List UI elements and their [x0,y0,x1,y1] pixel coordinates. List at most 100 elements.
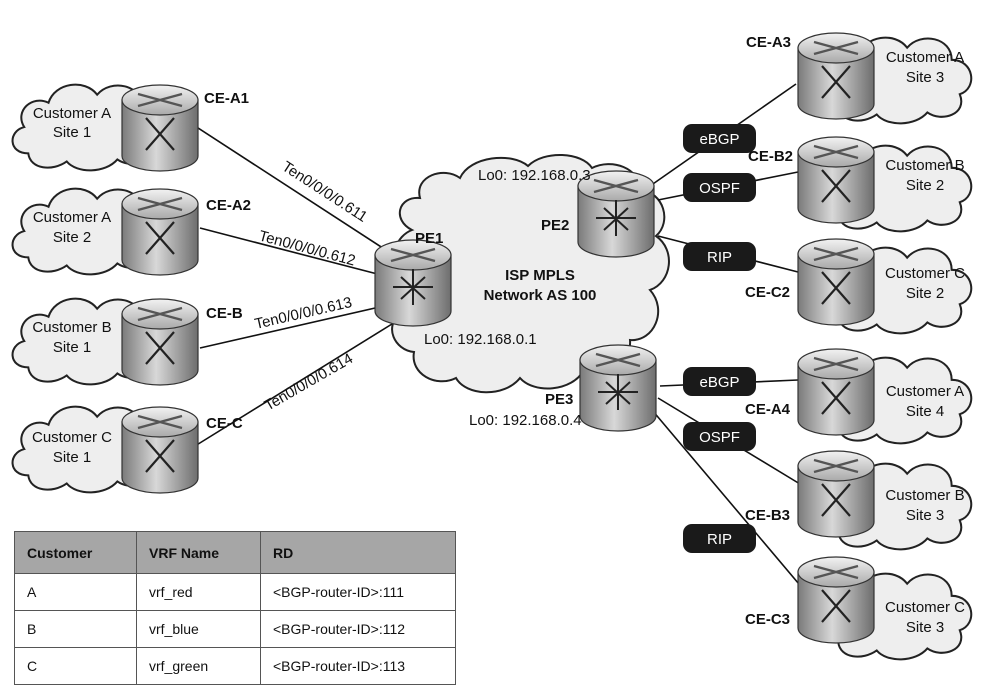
pill-label: OSPF [699,429,740,446]
table-row: B vrf_blue <BGP-router-ID>:112 [14,610,456,648]
router-ce-c-icon [121,406,199,494]
router-ce-a2-icon [121,188,199,276]
label-pe1: PE1 [415,230,443,247]
link-ce-a1-pe1 [194,125,393,255]
label-ce-c: CE-C [206,415,243,432]
pill-label: eBGP [699,374,739,391]
router-pe1-icon [374,239,452,327]
cell-customer: C [14,647,137,685]
label-ce-a1: CE-A1 [204,90,249,107]
label-ce-a2: CE-A2 [206,197,251,214]
cell-customer: B [14,610,137,648]
cloud-label-line2: Site 2 [906,285,944,302]
cell-vrf-name: vrf_red [136,573,261,611]
label-ce-b2: CE-B2 [748,148,793,165]
protocol-pill-pe3-ebgp: eBGP [683,367,756,396]
link-pe3-ce-c3 [651,409,805,591]
vrf-table-header-row: Customer VRF Name RD [14,531,456,574]
cloud-label-line2: Site 1 [53,449,91,466]
cloud-label-line2: Site 2 [906,177,944,194]
cloud-label-line1: Customer A [886,49,964,66]
router-pe2-icon [577,170,655,258]
protocol-pill-pe2-ospf: OSPF [683,173,756,202]
label-ce-a3: CE-A3 [746,34,791,51]
cloud-customer-c-site3: Customer C Site 3 [821,572,973,661]
cell-rd: <BGP-router-ID>:112 [260,610,456,648]
loopback-pe2: Lo0: 192.168.0.3 [478,167,591,184]
vrf-table: Customer VRF Name RD A vrf_red <BGP-rout… [14,531,456,685]
router-ce-a1-icon [121,84,199,172]
header-vrf-name: VRF Name [136,531,261,574]
interface-label-611: Ten0/0/0/0.611 [279,158,371,226]
cloud-customer-b-site2: Customer B Site 2 [821,144,973,233]
cloud-customer-b-site3: Customer B Site 3 [821,462,973,551]
cloud-customer-a-site2: Customer A Site 2 [11,187,163,276]
label-ce-c3: CE-C3 [745,611,790,628]
cloud-label-line1: Customer C [885,599,965,616]
router-ce-c2-icon [797,238,875,326]
table-row: A vrf_red <BGP-router-ID>:111 [14,573,456,611]
protocol-pill-pe3-ospf: OSPF [683,422,756,451]
cloud-label-line1: Customer C [32,429,112,446]
pill-label: RIP [707,249,732,266]
label-ce-b3: CE-B3 [745,507,790,524]
isp-cloud-label-line1: ISP MPLS [505,267,575,284]
header-rd: RD [260,531,456,574]
cloud-label-line2: Site 3 [906,619,944,636]
cloud-customer-c-site2: Customer C Site 2 [821,246,973,335]
label-ce-c2: CE-C2 [745,284,790,301]
interface-label-612: Ten0/0/0/0.612 [257,227,357,269]
cloud-label-line1: Customer A [33,209,111,226]
cloud-label-line1: Customer B [885,487,964,504]
pill-label: OSPF [699,180,740,197]
pill-label: RIP [707,531,732,548]
interface-label-613: Ten0/0/0/0.613 [253,294,354,333]
label-pe3: PE3 [545,391,573,408]
link-ce-a2-pe1 [199,227,386,277]
cloud-label-line1: Customer B [885,157,964,174]
header-customer: Customer [14,531,137,574]
cloud-label-line2: Site 2 [53,229,91,246]
link-ce-c-pe1 [194,323,393,447]
pill-label: eBGP [699,131,739,148]
router-ce-c3-icon [797,556,875,644]
cloud-label-line1: Customer B [32,319,111,336]
router-ce-b2-icon [797,136,875,224]
label-ce-a4: CE-A4 [745,401,791,418]
protocol-pill-pe2-rip: RIP [683,242,756,271]
router-ce-a4-icon [797,348,875,436]
interface-label-614: Ten0/0/0/0.614 [262,350,356,414]
cloud-customer-a-site3: Customer A Site 3 [821,36,973,125]
cloud-customer-a-site4: Customer A Site 4 [821,356,973,445]
cloud-customer-c-site1: Customer C Site 1 [11,405,163,494]
link-ce-b-pe1 [199,305,385,349]
cell-rd: <BGP-router-ID>:111 [260,573,456,611]
router-ce-b-icon [121,298,199,386]
cloud-label-line1: Customer C [885,265,965,282]
cloud-customer-a-site1: Customer A Site 1 [11,83,163,172]
cloud-customer-b-site1: Customer B Site 1 [11,297,163,386]
cloud-label-line2: Site 3 [906,69,944,86]
cloud-label-line1: Customer A [33,105,111,122]
cloud-label-line2: Site 1 [53,124,91,141]
loopback-pe1: Lo0: 192.168.0.1 [424,331,537,348]
protocol-pill-pe3-rip: RIP [683,524,756,553]
cloud-label-line2: Site 3 [906,507,944,524]
cell-customer: A [14,573,137,611]
cloud-label-line1: Customer A [886,383,964,400]
cell-vrf-name: vrf_blue [136,610,261,648]
protocol-pill-pe2-ebgp: eBGP [683,124,756,153]
loopback-pe3: Lo0: 192.168.0.4 [469,412,582,429]
routers [121,32,875,644]
cell-vrf-name: vrf_green [136,647,261,685]
router-pe3-icon [579,344,657,432]
cell-rd: <BGP-router-ID>:113 [260,647,456,685]
table-row: C vrf_green <BGP-router-ID>:113 [14,647,456,685]
cloud-label-line2: Site 4 [906,403,944,420]
label-pe2: PE2 [541,217,569,234]
cloud-label-line2: Site 1 [53,339,91,356]
isp-cloud-label-line2: Network AS 100 [484,287,597,304]
router-ce-b3-icon [797,450,875,538]
router-ce-a3-icon [797,32,875,120]
